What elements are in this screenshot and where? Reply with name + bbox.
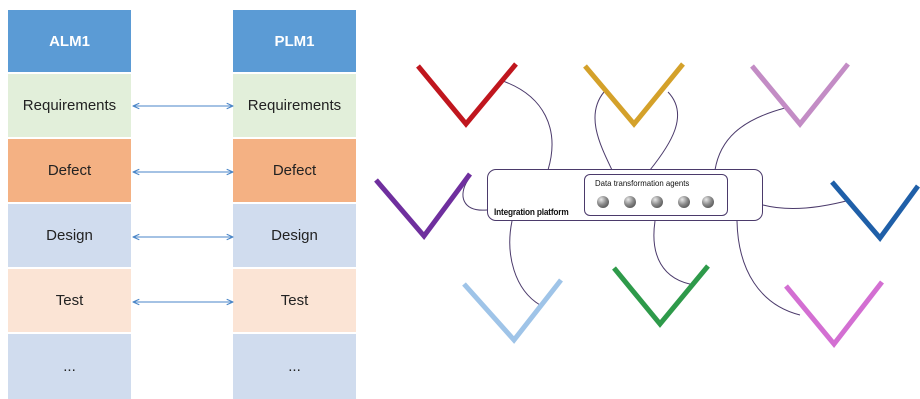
data-transformation-agents-box: Data transformation agents [584,174,728,216]
gold-v-shape [583,62,685,128]
alm-header: ALM1 [8,10,131,74]
plm-design-cell: Design [233,204,356,269]
alm-column: ALM1 Requirements Defect Design Test ... [8,10,131,399]
plm-column: PLM1 Requirements Defect Design Test ... [233,10,356,399]
red-v-shape [416,62,518,128]
alm-requirements-cell: Requirements [8,74,131,139]
plm-requirements-cell: Requirements [233,74,356,139]
alm-more-cell: ... [8,334,131,399]
integration-platform-label: Integration platform [494,207,569,217]
lightblue-v-shape [462,278,563,344]
agent-sphere-icon [597,196,609,208]
agent-sphere-icon [651,196,663,208]
connector-green [653,220,696,286]
connector-red [499,79,553,171]
connector-pink [736,220,801,316]
plm-test-cell: Test [233,269,356,334]
agent-sphere-icon [678,196,690,208]
blue-v-shape [830,180,920,243]
alm-design-cell: Design [8,204,131,269]
data-transformation-agents-label: Data transformation agents [595,178,690,188]
connector-gold-left [594,91,613,171]
agent-sphere-icon [624,196,636,208]
alm-test-cell: Test [8,269,131,334]
connector-gold-right [649,91,679,171]
lilac-v-shape [750,62,850,128]
green-v-shape [612,264,710,328]
plm-header: PLM1 [233,10,356,74]
connector-blue [762,199,851,210]
connector-purple [462,179,488,211]
purple-v-shape [374,172,473,241]
connector-lightblue [509,220,541,306]
plm-more-cell: ... [233,334,356,399]
alm-defect-cell: Defect [8,139,131,204]
connector-lilac [714,107,786,171]
plm-defect-cell: Defect [233,139,356,204]
integration-platform-box: Integration platform Data transformation… [487,169,763,221]
agent-sphere-icon [702,196,714,208]
pink-v-shape [784,280,884,348]
